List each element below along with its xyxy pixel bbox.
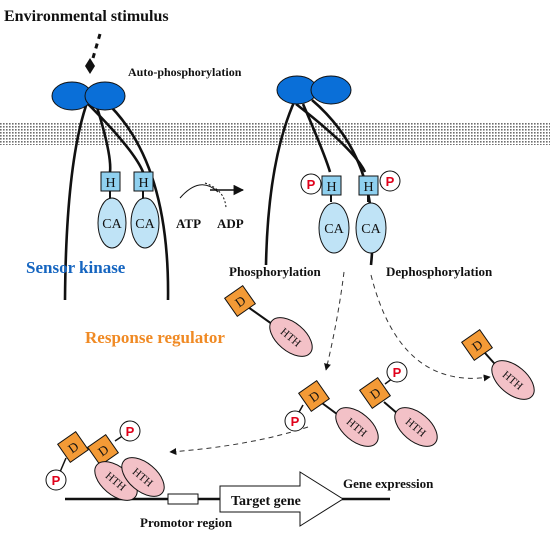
svg-text:P: P [291, 414, 300, 429]
phosphorylation-label: Phosphorylation [229, 264, 322, 279]
dephosphorylation-label: Dephosphorylation [386, 264, 493, 279]
svg-text:P: P [393, 365, 402, 380]
response-regulator-free: D HTH [223, 284, 313, 357]
stimulus-dash-line [91, 33, 102, 59]
phosphate-circle [284, 410, 306, 432]
phosphorylation-flow-arrow [324, 271, 345, 371]
h-domain [133, 171, 154, 192]
h-domain [100, 171, 121, 192]
d-domain [460, 328, 494, 362]
dna-bound-regulator-dimer: D D P P HTH HTH [45, 420, 165, 501]
auto-phosphorylation-label: Auto-phosphorylation [128, 65, 242, 79]
cell-membrane [0, 123, 550, 145]
d-domain [297, 379, 331, 413]
promotor-box [167, 493, 199, 505]
svg-text:CA: CA [324, 222, 344, 237]
phosphate-circle [379, 170, 401, 192]
hth-domain [121, 457, 165, 497]
promotor-region-label: Promotor region [140, 515, 233, 530]
sensor-head [310, 75, 352, 105]
svg-text:CA: CA [102, 217, 122, 232]
svg-text:H: H [326, 180, 336, 195]
d-domain [223, 284, 257, 318]
svg-text:H: H [105, 176, 115, 191]
atp-adp-dashed [204, 182, 227, 209]
ca-domain [130, 197, 160, 249]
response-regulator-label: Response regulator [85, 328, 225, 347]
phosphate-circle [119, 420, 141, 442]
response-regulator-dephosphorylated: D HTH [460, 328, 535, 400]
gene-expression-label: Gene expression [343, 476, 434, 491]
d-domain [56, 430, 90, 464]
sensor-kinase-label: Sensor kinase [26, 258, 126, 277]
ca-domain [355, 202, 387, 254]
ca-domain [318, 202, 350, 254]
sensor-head [84, 81, 126, 111]
svg-text:P: P [52, 473, 61, 488]
dephosphorylation-flow-arrow [370, 274, 491, 382]
hth-domain [491, 360, 535, 400]
phosphate-circle [300, 173, 322, 195]
sensor-kinase-right: H H P P CA CA [264, 75, 401, 266]
phosphate-circle [45, 469, 67, 491]
ca-domain [97, 197, 127, 249]
svg-text:H: H [138, 176, 148, 191]
environmental-stimulus-label: Environmental stimulus [4, 8, 169, 25]
response-regulator-phosphorylated-2: D P HTH [358, 361, 438, 447]
hth-domain [269, 317, 313, 357]
svg-text:CA: CA [361, 222, 381, 237]
stimulus-diamond-icon [85, 58, 95, 74]
hth-domain [394, 407, 438, 447]
h-domain [358, 175, 379, 196]
svg-text:H: H [363, 180, 373, 195]
d-domain [358, 376, 392, 410]
target-gene-label: Target gene [231, 494, 301, 509]
target-gene-arrow [219, 471, 344, 527]
dna-binding-flow-arrow [169, 426, 309, 456]
hth-domain [335, 407, 379, 447]
response-regulator-phosphorylated-1: D P HTH [284, 379, 379, 447]
adp-label: ADP [217, 216, 244, 231]
sensor-kinase-left: H H CA CA [51, 81, 170, 301]
svg-text:P: P [126, 424, 135, 439]
phosphate-circle [386, 361, 408, 383]
svg-text:P: P [307, 177, 316, 192]
atp-label: ATP [176, 216, 201, 231]
svg-text:P: P [386, 174, 395, 189]
svg-text:CA: CA [135, 217, 155, 232]
d-domain [86, 433, 120, 467]
h-domain [321, 175, 342, 196]
